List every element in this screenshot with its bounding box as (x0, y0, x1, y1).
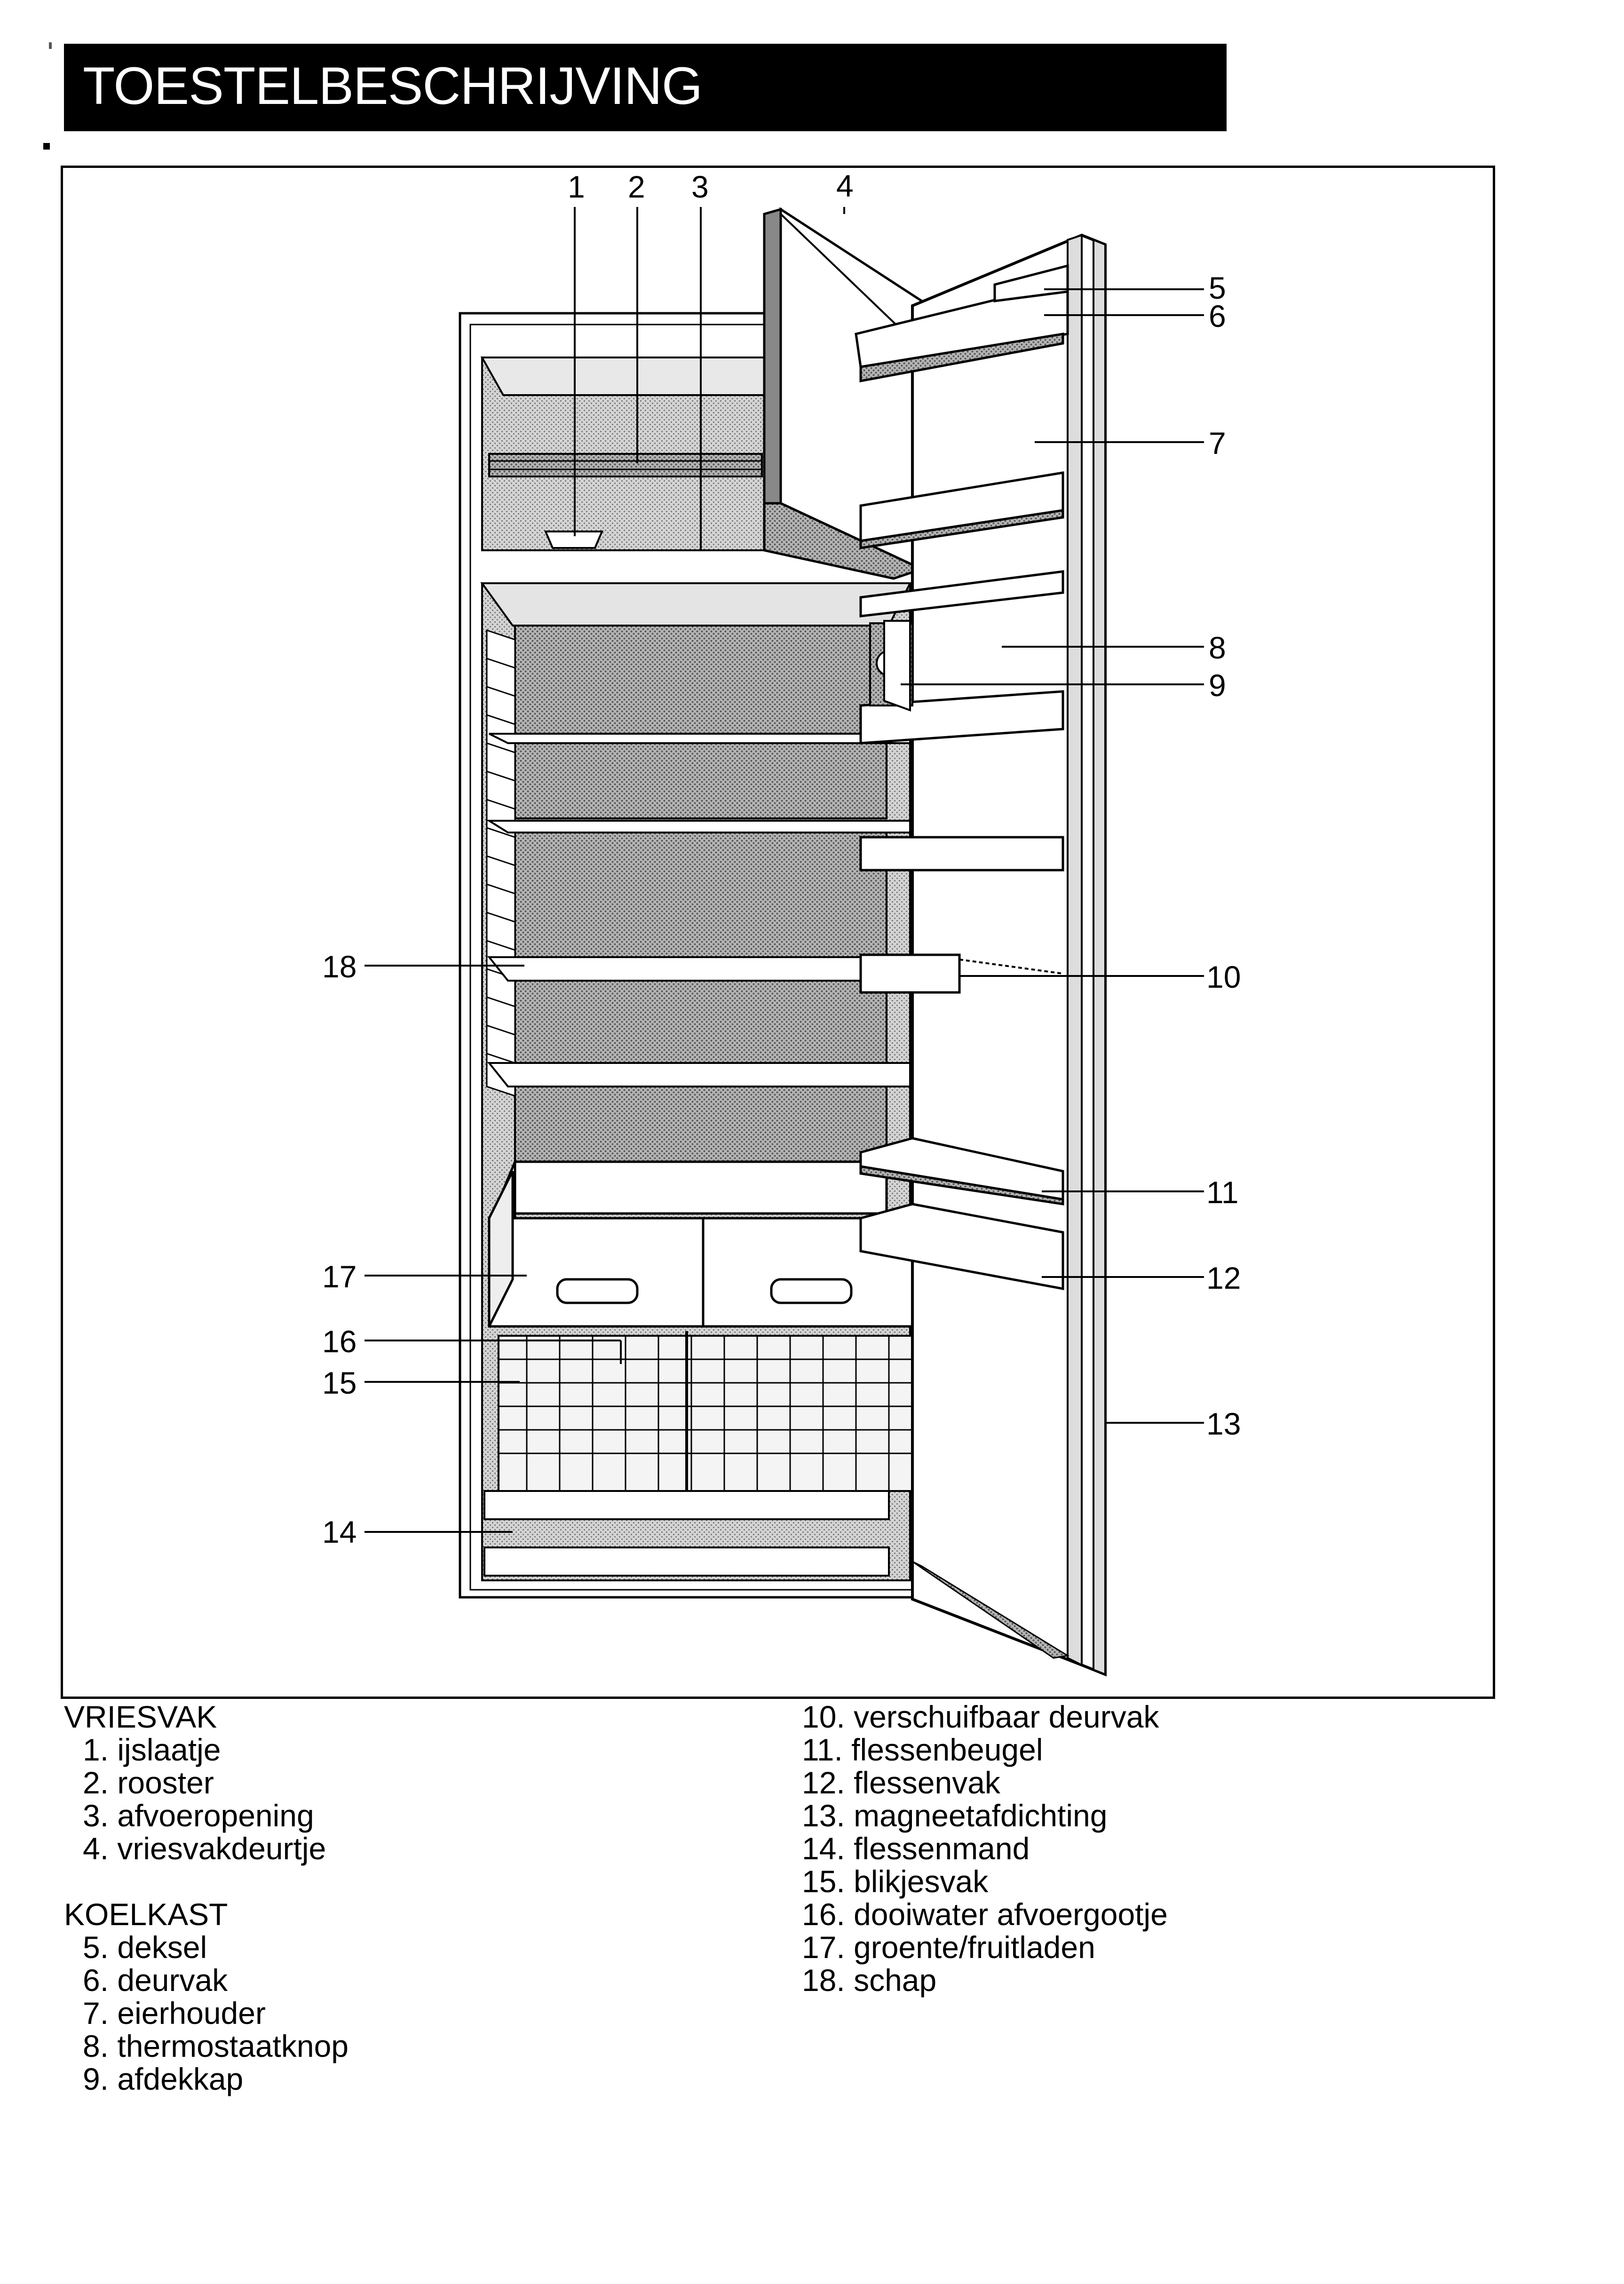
wire-baskets (483, 1331, 913, 1577)
callout-12: 12 (1206, 1261, 1241, 1295)
shelf (486, 733, 911, 1087)
callout-9: 9 (1209, 668, 1226, 703)
thermostat-housing (869, 620, 913, 712)
crisper-drawers (488, 1160, 914, 1328)
legend-heading-vriesvak: VRIESVAK (64, 1699, 217, 1734)
legend-item: 9. afdekkap (83, 2062, 244, 2096)
legend-item: 4. vriesvakdeurtje (83, 1831, 326, 1866)
callout-11: 11 (1206, 1175, 1239, 1210)
legend-item: 5. deksel (83, 1930, 207, 1965)
callout-10: 10 (1206, 960, 1241, 994)
legend-item: 1. ijslaatje (83, 1732, 221, 1767)
callout-4: 4 (836, 168, 854, 203)
callout-1: 1 (568, 169, 585, 204)
legend-item: 6. deurvak (83, 1963, 228, 1998)
legend-item: 2. rooster (83, 1765, 214, 1800)
legend-left: VRIESVAK 1. ijslaatje 2. rooster 3. afvo… (64, 1700, 349, 2095)
legend-item: 14. flessenmand (802, 1831, 1030, 1866)
scan-mark (49, 42, 52, 49)
legend-item: 3. afvoeropening (83, 1798, 314, 1833)
legend-item: 13. magneetafdichting (802, 1798, 1108, 1833)
legend-item: 11. flessenbeugel (802, 1732, 1043, 1767)
legend-right: 10. verschuifbaar deurvak 11. flessenbeu… (802, 1700, 1168, 1997)
diagram-frame (61, 166, 1495, 1699)
callout-15: 15 (322, 1365, 356, 1400)
callout-8: 8 (1209, 630, 1226, 665)
callout-2: 2 (628, 169, 645, 204)
callout-17: 17 (322, 1259, 356, 1294)
page-title: TOESTELBESCHRIJVING (83, 56, 703, 115)
door-shelves (855, 264, 1069, 1291)
callout-numbers: 1 2 3 4 5 6 7 8 9 10 11 12 13 14 15 16 1… (322, 168, 1241, 1549)
freezer-compartment (480, 357, 765, 551)
legend-item: 17. groente/fruitladen (802, 1930, 1095, 1965)
legend-item: 8. thermostaatknop (83, 2029, 349, 2063)
callout-7: 7 (1209, 426, 1226, 460)
scan-mark (43, 143, 50, 150)
callout-6: 6 (1209, 299, 1226, 333)
callout-3: 3 (691, 169, 709, 204)
callout-18: 18 (322, 949, 356, 984)
callout-5: 5 (1209, 270, 1226, 305)
legend-item: 15. blikjesvak (802, 1864, 989, 1899)
callout-13: 13 (1206, 1406, 1241, 1441)
legend-item: 10. verschuifbaar deurvak (802, 1699, 1159, 1734)
legend-item: 7. eierhouder (83, 1996, 266, 2030)
page-title-bar: TOESTELBESCHRIJVING (64, 44, 1227, 131)
legend-item: 12. flessenvak (802, 1765, 1000, 1800)
refrigerator-diagram: 1 2 3 4 5 6 7 8 9 10 11 12 13 14 15 16 1… (322, 168, 1241, 1677)
callout-14: 14 (322, 1515, 356, 1549)
callout-16: 16 (322, 1324, 356, 1359)
legend-heading-koelkast: KOELKAST (64, 1897, 228, 1932)
legend-item: 16. dooiwater afvoergootje (802, 1897, 1168, 1932)
legend-item: 18. schap (802, 1963, 937, 1998)
callout-leaders (364, 207, 1204, 1533)
